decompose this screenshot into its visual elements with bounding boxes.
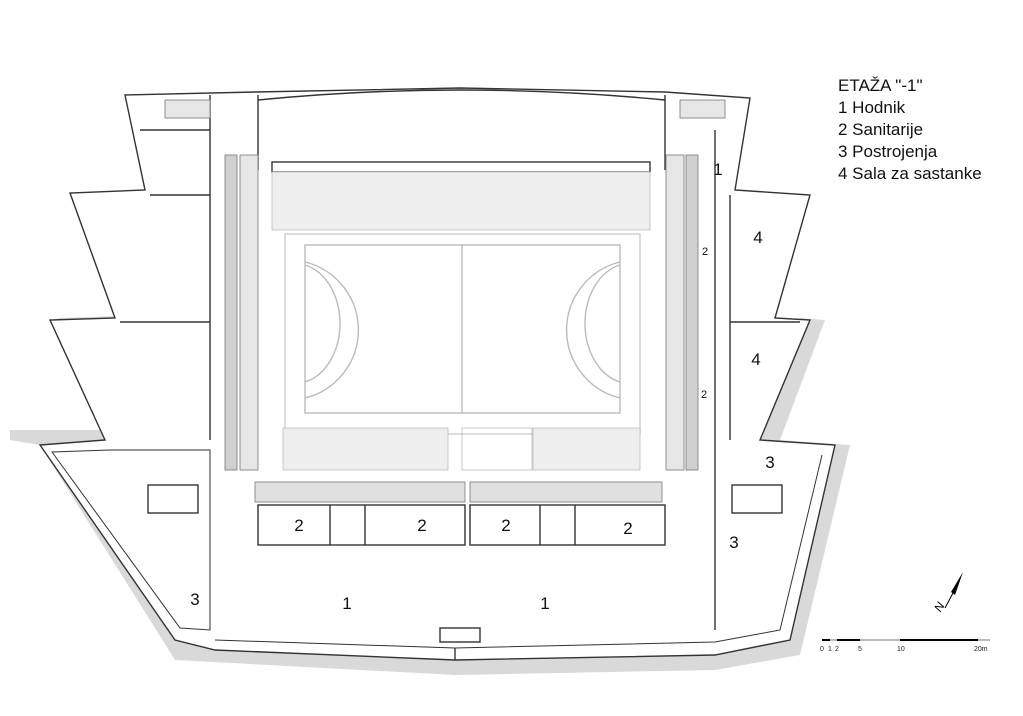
seating (164, 99, 726, 503)
court-area (284, 233, 641, 435)
scale-tick: 0 (820, 646, 824, 653)
room-label: 4 (751, 350, 761, 369)
room-label: 1 (540, 594, 550, 613)
room-label: 2 (701, 246, 709, 258)
room-label: 2 (501, 516, 511, 535)
legend-item: 3 Postrojenja (838, 142, 938, 161)
legend-title: ETAŽA "-1" (838, 76, 923, 95)
room-label: 3 (190, 590, 200, 609)
room-label: 1 (713, 160, 723, 179)
scale-tick: 1 (828, 646, 832, 653)
room-label: 2 (700, 389, 708, 401)
legend-item: 4 Sala za sastanke (838, 164, 982, 183)
scale-tick: 2 (835, 646, 839, 653)
scale-tick: 5 (858, 646, 862, 653)
scale-tick: 10 (897, 646, 905, 653)
room-label: 4 (753, 228, 763, 247)
room-label: 3 (765, 453, 775, 472)
room-label: 2 (294, 516, 304, 535)
legend-item: 1 Hodnik (838, 98, 906, 117)
room-label: 1 (342, 594, 352, 613)
scale-tick: 20m (974, 646, 988, 653)
room-label: 2 (417, 516, 427, 535)
north-arrow-icon (944, 572, 963, 609)
room-label: 2 (623, 519, 633, 538)
legend: ETAŽA "-1" 1 Hodnik 2 Sanitarije 3 Postr… (838, 75, 982, 185)
room-label: 3 (729, 533, 739, 552)
building-outline (38, 87, 836, 661)
legend-item: 2 Sanitarije (838, 120, 924, 139)
